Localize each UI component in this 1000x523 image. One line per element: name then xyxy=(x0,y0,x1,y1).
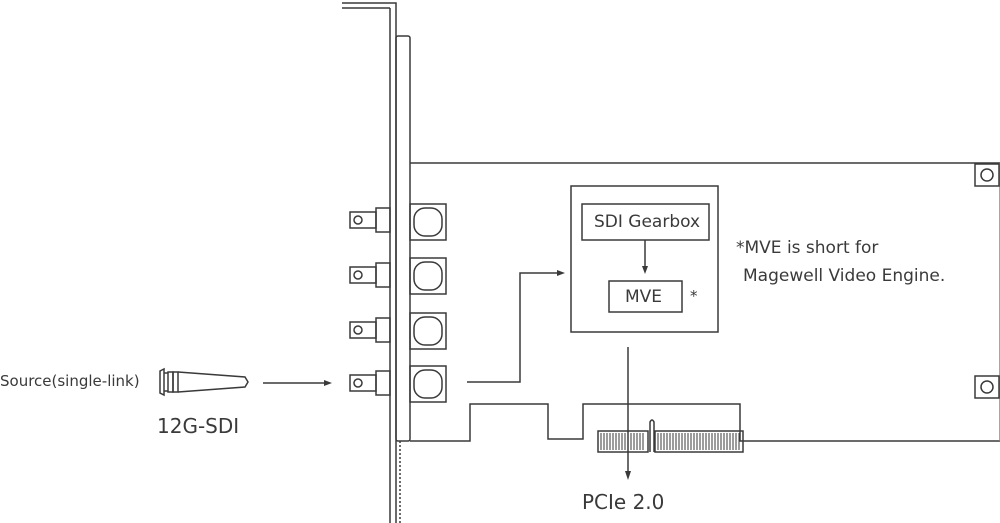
source-label: Source(single-link) xyxy=(0,372,140,390)
mve-footnote-mark: * xyxy=(690,287,698,305)
sdi-gearbox-label: SDI Gearbox xyxy=(594,212,701,232)
mve-note-line2: Magewell Video Engine. xyxy=(743,266,946,286)
mve-box xyxy=(608,280,683,313)
mounting-hole-top xyxy=(974,163,1000,187)
arrowhead xyxy=(557,270,565,276)
processing-block xyxy=(570,185,719,333)
mve-note-line1: *MVE is short for xyxy=(736,238,879,258)
mve-label: MVE xyxy=(625,287,663,307)
pcie-label: PCIe 2.0 xyxy=(582,490,665,514)
bnc-connector-2 xyxy=(349,257,447,295)
pcb-board-outline xyxy=(410,162,1000,442)
board-signal-line xyxy=(467,272,558,383)
bnc-connector-4 xyxy=(349,365,447,403)
pcie-edge-connector xyxy=(597,419,744,453)
sdi-cable-plug-icon xyxy=(159,367,249,397)
signal-type-label: 12G-SDI xyxy=(157,414,240,438)
arrowhead xyxy=(324,380,332,386)
bnc-connector-3 xyxy=(349,312,447,350)
mounting-hole-bottom xyxy=(974,375,1000,399)
bnc-connector-1 xyxy=(349,203,447,241)
arrowhead xyxy=(642,266,648,274)
arrowhead xyxy=(625,471,631,480)
